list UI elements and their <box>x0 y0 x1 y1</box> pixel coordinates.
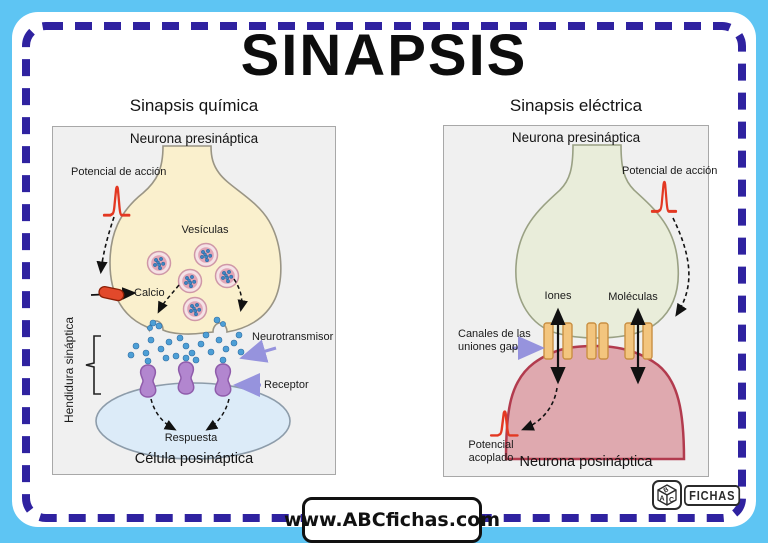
postsynaptic-neuron-shape <box>504 344 686 461</box>
website-url-text: www.ABCfichas.com <box>283 509 501 531</box>
vesicle <box>193 242 219 268</box>
chemical-synapse-figure <box>85 145 291 460</box>
electrical-synapse-panel: Neurona presináptica Potencial de acción… <box>443 125 717 477</box>
vesicle <box>214 263 240 289</box>
elec-postsynaptic-label: Neurona posináptica <box>519 454 653 470</box>
page-title: SINAPSIS <box>240 23 528 88</box>
cleft-bracket <box>85 335 101 395</box>
calcium-channel <box>98 285 125 302</box>
synaptic-cleft-label: Hendidura sináptica <box>62 316 76 424</box>
ions-label: Iones <box>544 290 572 302</box>
receptor-shape <box>177 361 195 395</box>
neurotransmitter-pointer-arrow <box>239 339 277 363</box>
vesicle <box>177 268 203 294</box>
response-label: Respuesta <box>164 432 218 444</box>
website-watermark: www.ABCfichas.com <box>284 497 500 543</box>
chemical-synapse-heading: Sinapsis química <box>129 96 259 115</box>
chem-action-potential-label: Potencial de acción <box>71 166 167 178</box>
abcfichas-logo: B A C FICHAS <box>652 480 750 510</box>
action-potential-spike <box>650 180 678 213</box>
postsynaptic-cell-shape <box>95 382 291 460</box>
calcium-label: Calcio <box>134 287 165 299</box>
abc-cube-icon: B A C <box>652 480 682 510</box>
electrical-synapse-heading: Sinapsis eléctrica <box>509 96 643 115</box>
response-arrow-left <box>150 398 177 431</box>
elec-action-potential-label: Potencial de acción <box>622 165 718 177</box>
coupled-potential-arrow <box>521 387 558 431</box>
action-potential-arrow <box>96 216 115 275</box>
vesicles-label: Vesículas <box>181 224 229 236</box>
chem-presynaptic-label: Neurona presináptica <box>129 131 259 146</box>
receptor-shape <box>214 363 232 397</box>
chem-postsynaptic-label: Célula posináptica <box>134 451 254 467</box>
vesicle <box>182 296 208 322</box>
neurotransmitter-label: Neurotransmisor <box>252 331 334 343</box>
vesicle-release-arrow-left <box>157 284 180 314</box>
response-arrow-right <box>205 398 230 431</box>
vesicle <box>146 250 172 276</box>
chemical-synapse-panel: Neurona presináptica Potencial de acción… <box>52 126 336 475</box>
electrical-synapse-figure <box>489 144 690 461</box>
cube-letter-right: C <box>669 497 674 504</box>
receptor-label: Receptor <box>264 379 309 391</box>
fichas-wordmark: FICHAS <box>684 484 741 506</box>
receptor-shape <box>139 364 157 398</box>
molecules-label: Moléculas <box>608 291 658 303</box>
elec-presynaptic-label: Neurona presináptica <box>511 130 641 145</box>
coupled-potential-label: Potencial acoplado <box>468 439 514 464</box>
cube-letter-left: A <box>659 496 664 503</box>
vesicle-release-arrow-right <box>233 278 248 312</box>
gap-channels-label: Canales de las uniones gap <box>458 328 531 353</box>
action-potential-arrow <box>672 217 690 317</box>
